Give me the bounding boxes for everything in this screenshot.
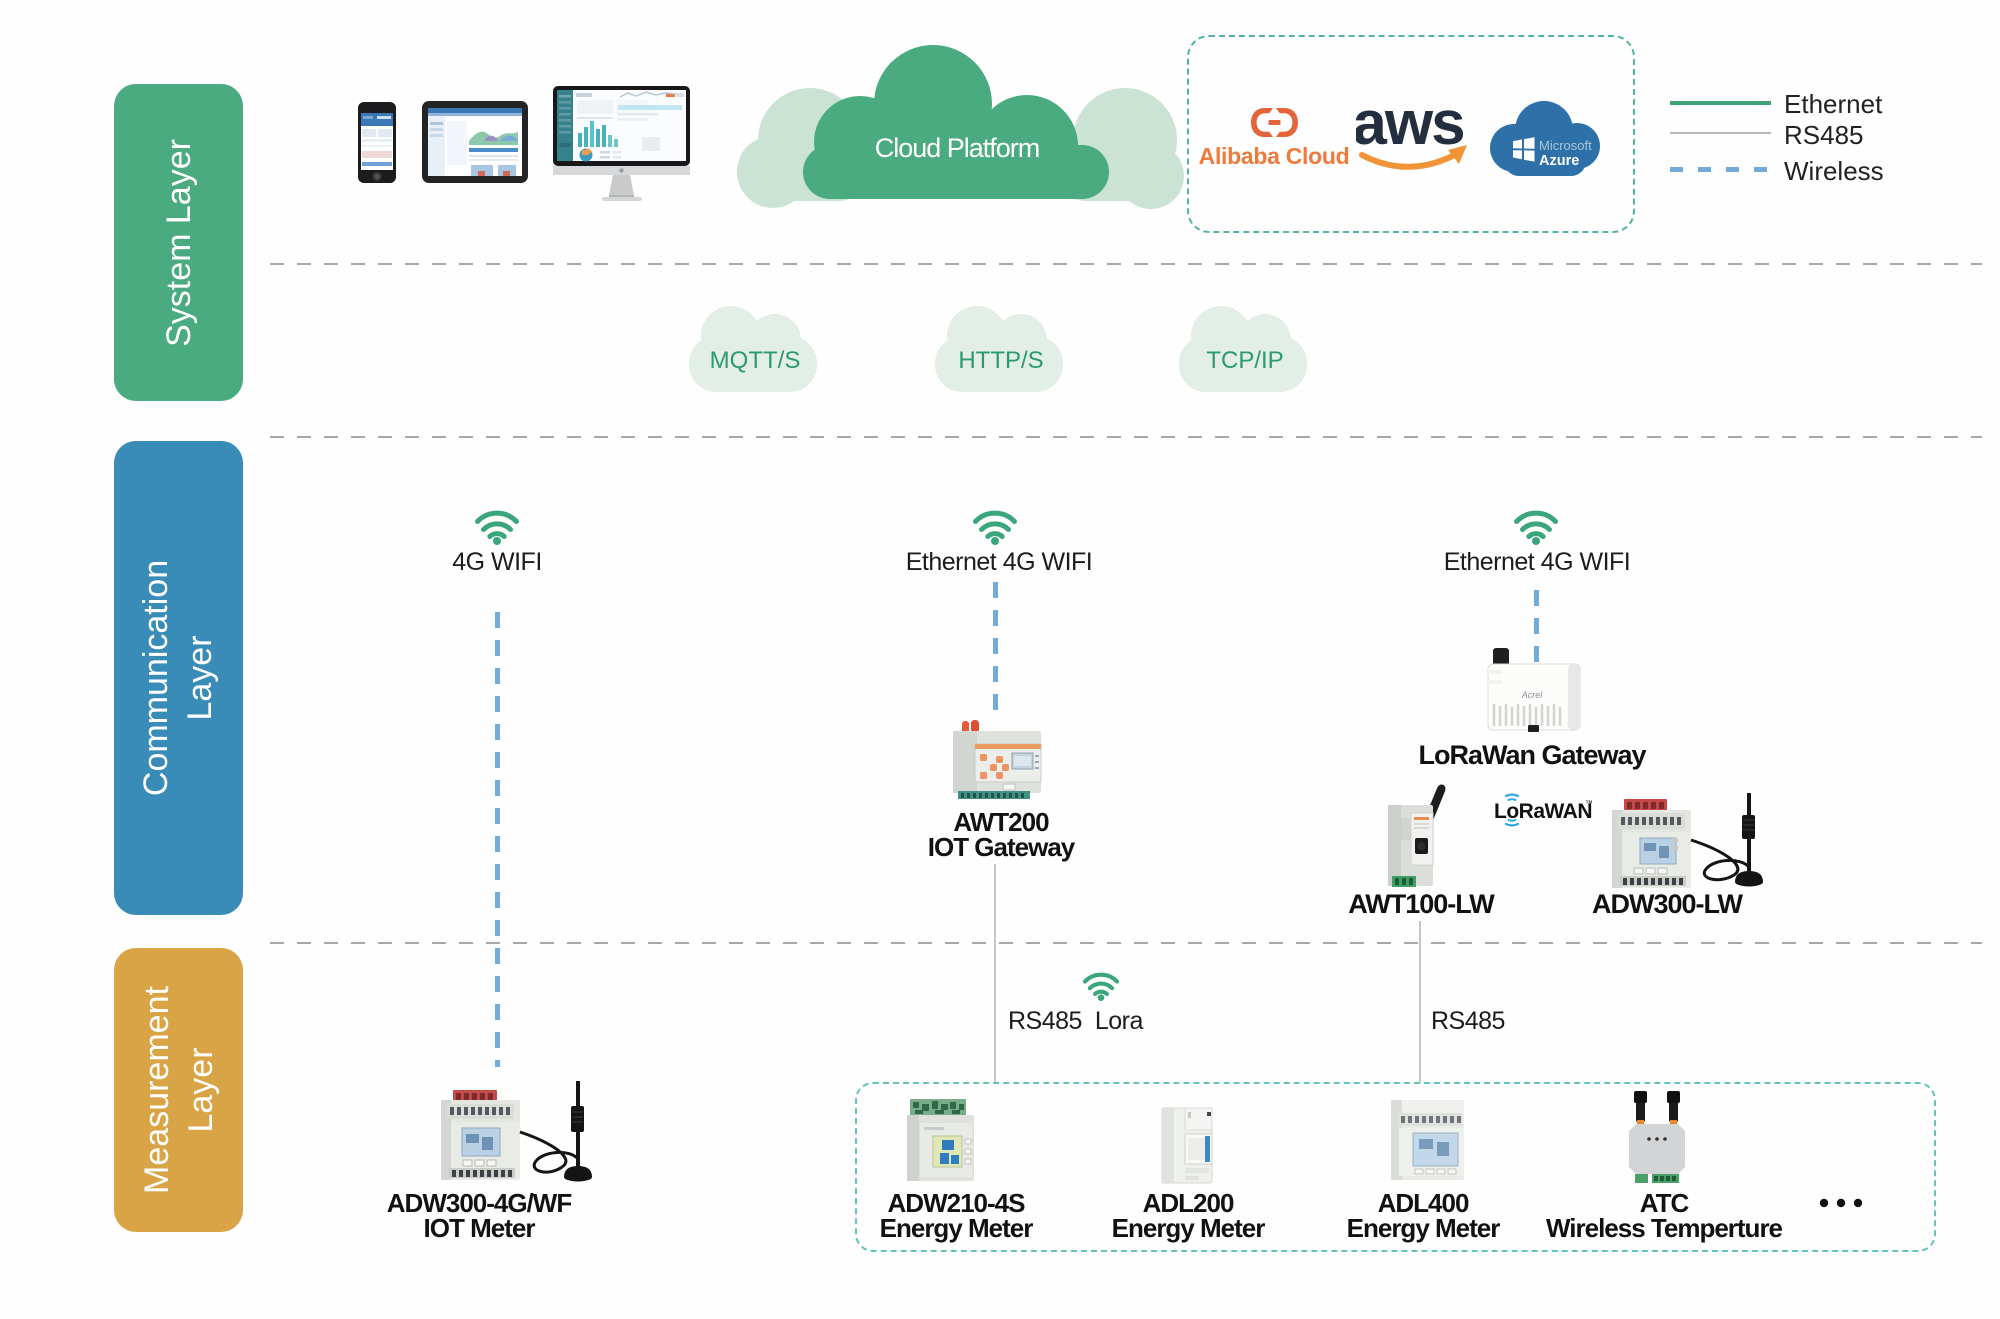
svg-text:Microsoft: Microsoft <box>1539 138 1592 153</box>
svg-text:LoRaWAN: LoRaWAN <box>1494 800 1592 823</box>
svg-text:TCP/IP: TCP/IP <box>1206 347 1283 374</box>
svg-text:HTTP/S: HTTP/S <box>958 347 1043 374</box>
svg-text:Azure: Azure <box>1539 153 1579 169</box>
svg-text:MQTT/S: MQTT/S <box>710 347 801 374</box>
svg-text:aws: aws <box>1356 95 1464 158</box>
svg-text:™: ™ <box>1585 799 1592 808</box>
svg-text:Cloud Platform: Cloud Platform <box>875 133 1040 163</box>
svg-text:Acrel: Acrel <box>1521 690 1544 700</box>
